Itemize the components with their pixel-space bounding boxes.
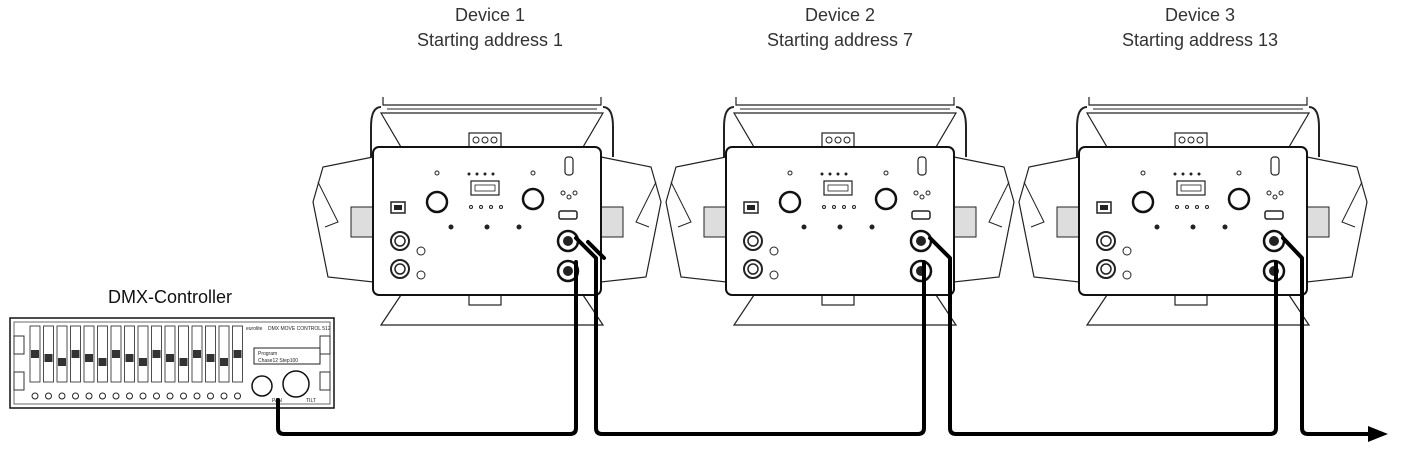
- controller-model: DMX MOVE CONTROL 512: [268, 326, 331, 332]
- device-3-fixture: [1017, 95, 1369, 327]
- device-3-label: Device 3 Starting address 13: [1070, 3, 1330, 53]
- controller-button: [72, 392, 79, 400]
- dmx-cable: [276, 236, 1374, 436]
- controller-button: [166, 392, 174, 400]
- controller-button: [193, 392, 201, 400]
- controller-title: DMX-Controller: [107, 287, 233, 307]
- controller-button: [126, 392, 133, 400]
- device-1-address: Starting address 1: [416, 30, 564, 50]
- controller-fader-knob: [193, 350, 201, 358]
- arrow-right-icon: [1368, 426, 1388, 442]
- device-2-label: Device 2 Starting address 7: [710, 3, 970, 53]
- controller-button: [99, 392, 106, 400]
- dmx-controller-unit: Program Chase12 Step100 eurolite DMX MOV…: [9, 317, 335, 409]
- controller-fader: [137, 325, 149, 383]
- controller-button: [58, 392, 66, 400]
- controller-button: [45, 392, 52, 400]
- controller-display-line1: Program: [258, 351, 277, 357]
- device-1-fixture: [311, 95, 663, 327]
- controller-fader-knob: [85, 354, 93, 362]
- controller-button: [153, 392, 160, 400]
- controller-button: [220, 392, 228, 400]
- controller-fader-knob: [152, 350, 161, 358]
- controller-fader: [56, 325, 68, 383]
- controller-button: [85, 392, 93, 400]
- controller-button: [31, 392, 39, 400]
- device-2-fixture: [664, 95, 1016, 327]
- controller-fader: [97, 325, 108, 383]
- controller-brand: eurolite: [246, 326, 263, 332]
- device-3-name: Device 3: [1164, 5, 1236, 25]
- device-2-name: Device 2: [804, 5, 876, 25]
- device-1-label: Device 1 Starting address 1: [360, 3, 620, 53]
- tilt-label: TILT: [306, 398, 316, 404]
- controller-fader-knob: [139, 358, 147, 366]
- controller-fader-knob: [166, 354, 174, 362]
- controller-fader-knob: [112, 350, 120, 358]
- controller-fader-knob: [98, 358, 107, 366]
- controller-fader-knob: [31, 350, 39, 358]
- device-3-address: Starting address 13: [1121, 30, 1279, 50]
- cable-controller-to-device1: [276, 260, 578, 436]
- controller-label: DMX-Controller: [90, 285, 250, 310]
- controller-button: [112, 392, 120, 400]
- controller-fader-knob: [206, 354, 215, 362]
- controller-fader-knob: [220, 358, 228, 366]
- controller-button: [139, 392, 147, 400]
- controller-fader-knob: [233, 350, 242, 358]
- controller-button: [180, 392, 187, 400]
- controller-fader-knob: [179, 358, 188, 366]
- controller-fader: [178, 325, 189, 383]
- device-1-name: Device 1: [454, 5, 526, 25]
- device-2-address: Starting address 7: [766, 30, 914, 50]
- controller-fader-knob: [44, 354, 53, 362]
- cable-device1-to-device2: [574, 236, 926, 436]
- cable-device3-out: [1281, 236, 1374, 436]
- controller-button: [207, 392, 214, 400]
- controller-fader-knob: [125, 354, 134, 362]
- controller-fader-knob: [71, 350, 80, 358]
- controller-fader-knob: [58, 358, 66, 366]
- cable-device2-to-device3: [928, 236, 1278, 436]
- controller-display-line2: Chase12 Step100: [258, 358, 298, 364]
- controller-button: [234, 392, 241, 400]
- controller-fader: [218, 325, 230, 383]
